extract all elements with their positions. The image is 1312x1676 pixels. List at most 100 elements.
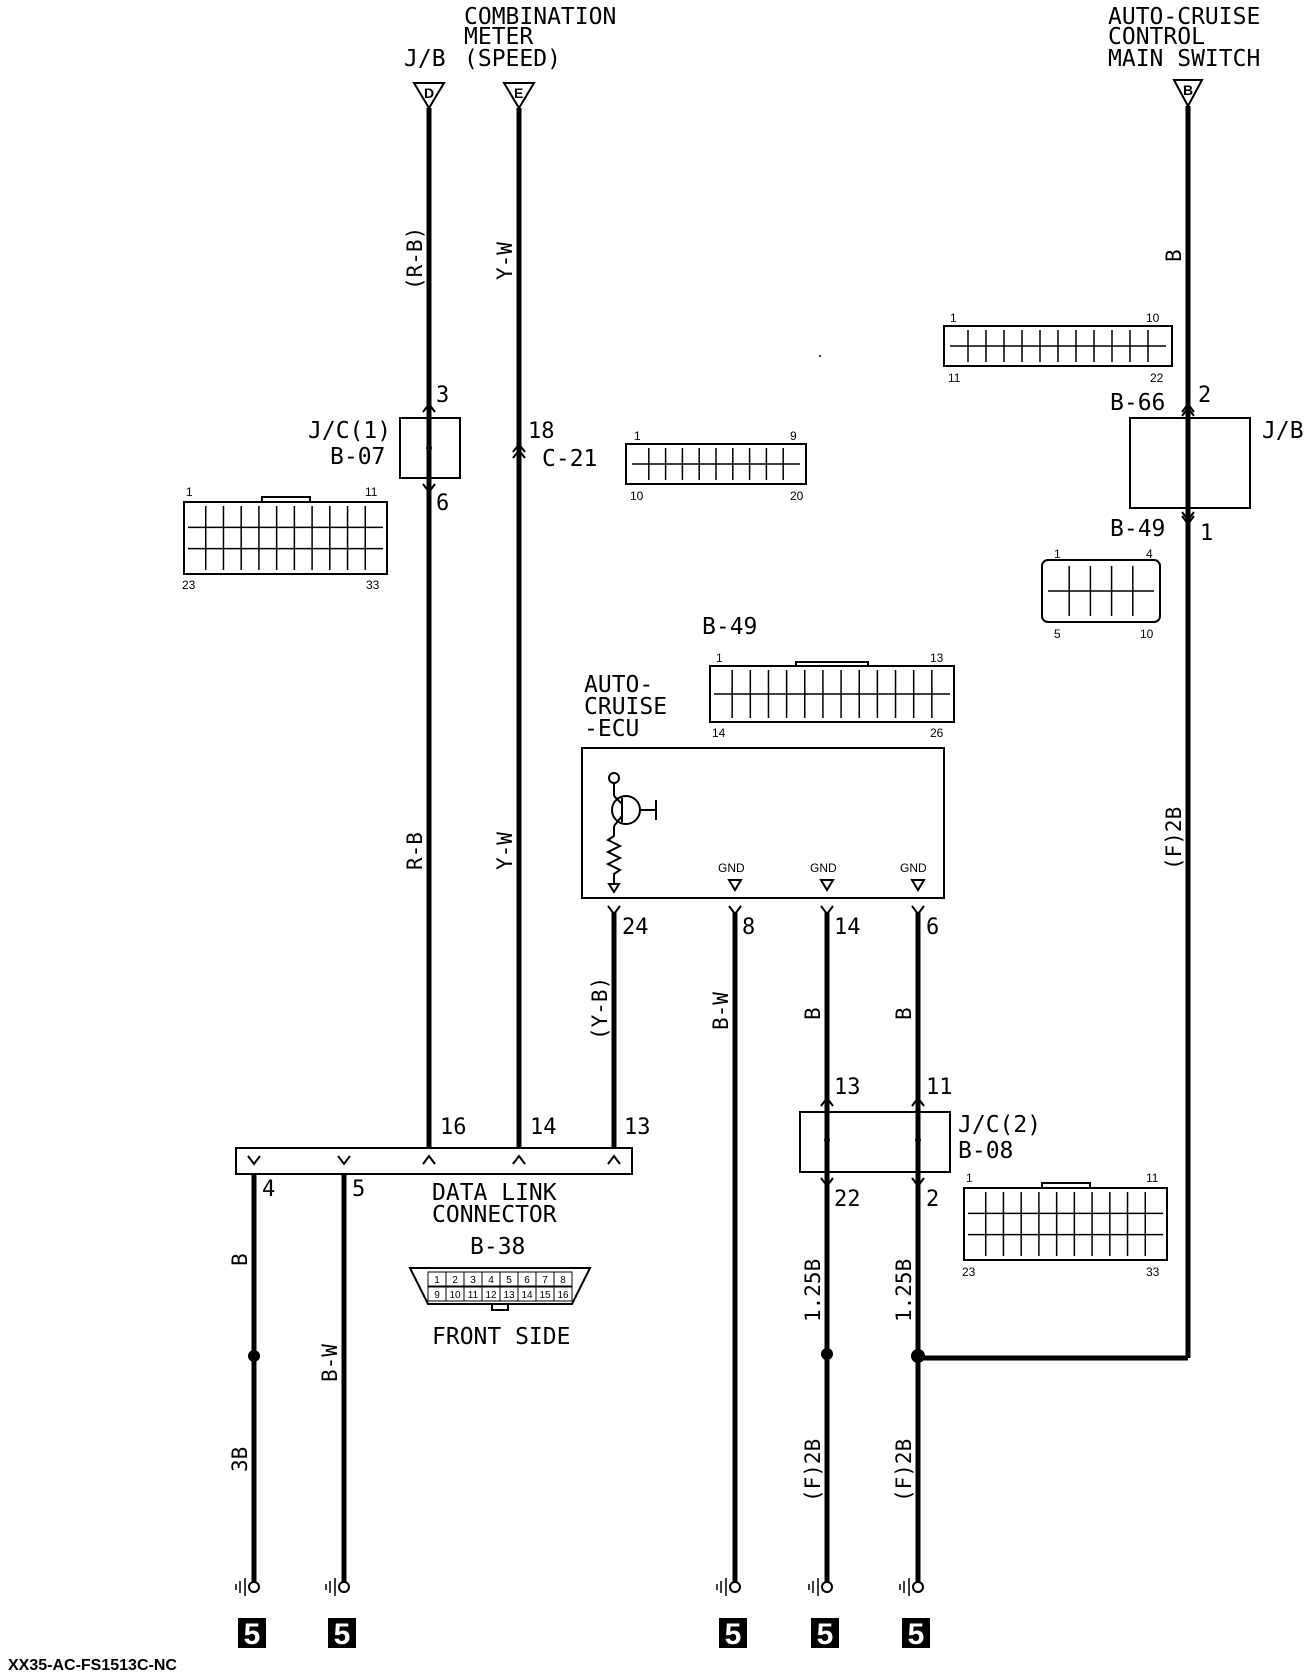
meter-title-line2: METER [464, 24, 533, 50]
ecu-connector-label: B-49 [702, 614, 757, 640]
terminal-jb-d: J/B D [404, 46, 446, 110]
splice-dot [248, 1350, 260, 1362]
ground-tag-box [238, 1618, 266, 1648]
ecu-title-line3: -ECU [584, 716, 639, 742]
dlc-pin-number: 12 [485, 1290, 497, 1301]
pin-arrow-down [820, 1177, 834, 1188]
pin-arrow-up [911, 1096, 925, 1107]
terminal-letter: B [1183, 82, 1193, 98]
wire-color-label: (R-B) [403, 227, 427, 290]
pin-number: 6 [436, 491, 449, 516]
pin-label: 23 [182, 578, 196, 592]
c21-label: C-21 [542, 446, 597, 472]
pin-arrow-up [422, 402, 436, 413]
pin-number: 18 [528, 419, 555, 444]
b66-connector-face: 1 10 11 22 [943, 311, 1173, 385]
pin-label: 23 [962, 1265, 976, 1279]
gnd-label: GND [810, 861, 837, 875]
pin-number: 2 [926, 1187, 939, 1212]
jc2-splice [824, 1137, 830, 1143]
ground-tag-box [902, 1618, 930, 1648]
data-link-connector: 16 14 13 4 5 DATA LINK CONNECTOR B-38 FR… [235, 1115, 651, 1350]
pin-label: 10 [1146, 311, 1160, 325]
switch-title-line2: CONTROL [1108, 24, 1205, 50]
dlc-pin-number: 16 [557, 1290, 569, 1301]
dlc-pin-number: 10 [449, 1290, 461, 1301]
pin-number: 14 [530, 1115, 557, 1140]
connector-body [963, 1187, 1168, 1261]
jc2-connector-face: 1 11 23 33 [962, 1171, 1168, 1279]
jc1-connector-id: B-07 [330, 444, 385, 470]
wire-color-label: B [892, 1007, 916, 1020]
pin-number: 5 [352, 1177, 365, 1202]
dlc-title-line2: CONNECTOR [432, 1202, 557, 1228]
dlc-pin-number: 7 [542, 1275, 548, 1286]
pin-label: 1 [634, 429, 641, 443]
pin-label: 1 [950, 311, 957, 325]
pin-number: 22 [834, 1187, 861, 1212]
jc2-splice [915, 1137, 921, 1143]
switch-title-line3: MAIN SWITCH [1108, 46, 1260, 72]
terminal-meter-e: COMBINATION METER (SPEED) E [464, 4, 616, 110]
dlc-pin-number: 3 [470, 1275, 476, 1286]
ground-tag-box [328, 1618, 356, 1648]
dlc-pin-number: 1 [434, 1275, 440, 1286]
ecu-connector-face: B-49 1 13 14 26 [702, 614, 955, 740]
pin-arrow-up [512, 1154, 526, 1165]
pin-label: 11 [1146, 1171, 1159, 1185]
pin-label: 4 [1146, 547, 1153, 561]
terminal-triangle [1172, 79, 1204, 109]
splice-dot [821, 1348, 833, 1360]
junction-block-right: 2 1 B-66 J/B B-49 [1110, 383, 1304, 546]
pin-arrow-down [1181, 515, 1195, 526]
pin-label: 1 [716, 651, 723, 665]
jc2-box [799, 1111, 951, 1173]
terminal-main-switch-b: AUTO-CRUISE CONTROL MAIN SWITCH B [1108, 4, 1260, 109]
pin-number: 4 [262, 1177, 275, 1202]
pin-arrow-up [512, 442, 526, 453]
pin-label: 11 [948, 371, 961, 385]
dlc-pin-number: 5 [506, 1275, 512, 1286]
wire-color-label: B [228, 1253, 252, 1266]
terminal-jb-title: J/B [404, 46, 446, 72]
pin-label: 13 [930, 651, 944, 665]
pin-number: 13 [834, 1075, 861, 1100]
wire-color-label: (F)2B [892, 1439, 916, 1502]
pin-arrow-up [512, 448, 526, 459]
ground-tag-number: 5 [725, 1618, 742, 1651]
ground-terminal-icon [729, 1581, 741, 1593]
pin-number: 11 [926, 1075, 953, 1100]
connector-body [183, 501, 388, 575]
wire-color-label: 1.25B [892, 1259, 916, 1322]
dlc-pin-number: 2 [452, 1275, 458, 1286]
auto-cruise-ecu: AUTO- CRUISE -ECU GND GND GND [581, 672, 945, 899]
pin-number: 6 [926, 915, 939, 940]
ground-tag-box [811, 1618, 839, 1648]
pin-number: 13 [624, 1115, 651, 1140]
terminal-triangle [502, 82, 536, 110]
pin-arrow-down [607, 905, 621, 916]
dlc-pin-number: 8 [560, 1275, 566, 1286]
ground-terminal-icon [338, 1581, 350, 1593]
wire-color-label: (Y-B) [588, 977, 612, 1040]
dlc-pin-number: 14 [521, 1290, 533, 1301]
gnd-label: GND [718, 861, 745, 875]
ground-tag-box [719, 1618, 747, 1648]
connector-grid [188, 506, 383, 570]
terminal-letter: D [424, 85, 434, 101]
pin-arrow-down [911, 905, 925, 916]
pin-arrow-down [337, 1155, 351, 1166]
ground-tag-number: 5 [244, 1618, 261, 1651]
pin-label: 5 [1054, 627, 1061, 641]
ground-terminal-icon [821, 1581, 833, 1593]
pin-number: 1 [1200, 521, 1213, 546]
jc1-splice [426, 445, 432, 451]
figure-code: XX35-AC-FS1513C-NC [8, 1657, 177, 1674]
gnd-arrow-icon [727, 879, 743, 892]
wire-color-label: B [1162, 249, 1186, 262]
pin-number: 3 [436, 383, 449, 408]
pin-label: 10 [630, 489, 644, 503]
